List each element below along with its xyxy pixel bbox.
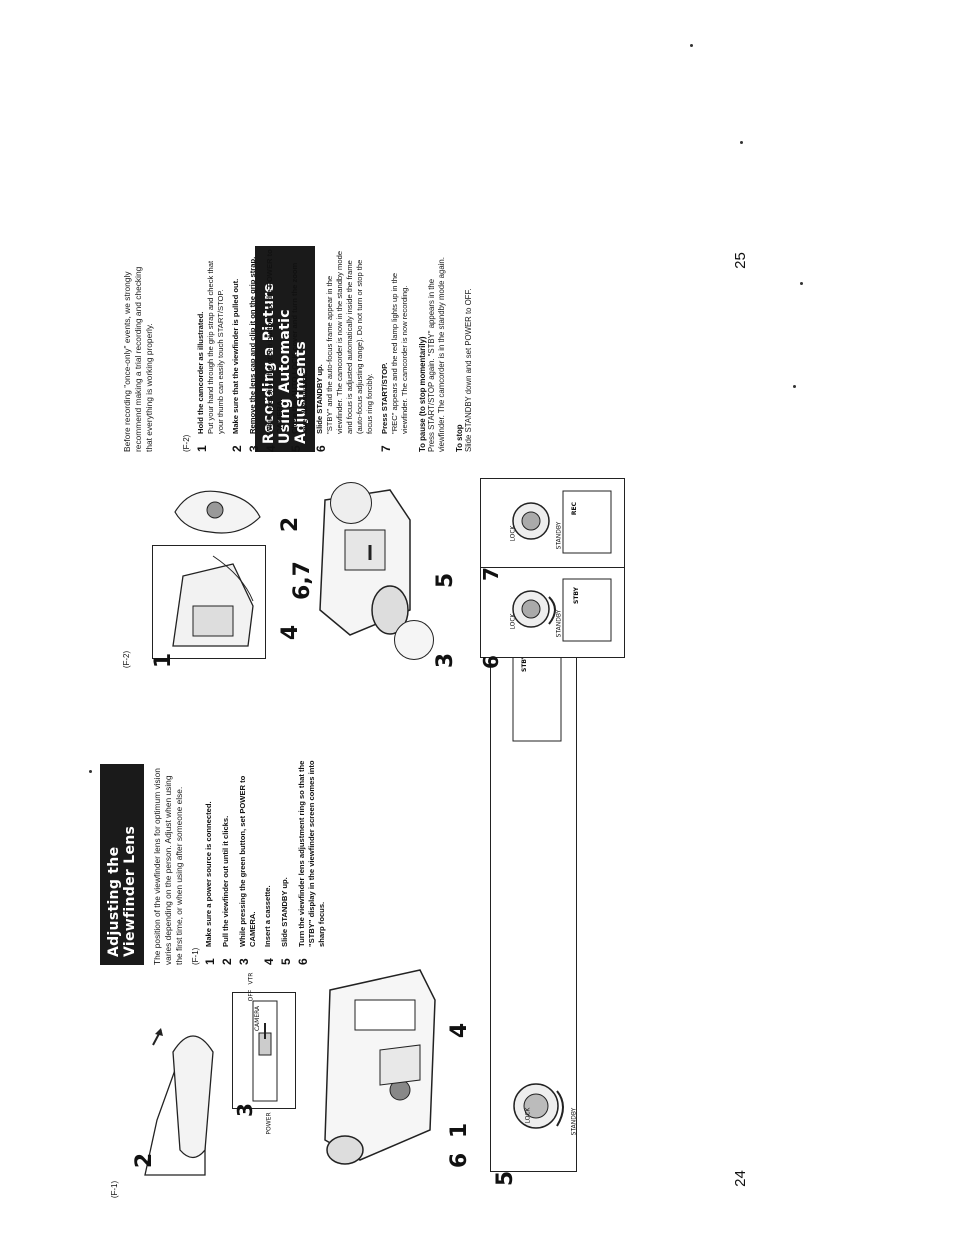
left-intro: The position of the viewfinder lens for … xyxy=(152,768,185,965)
viewfinder-eyepiece xyxy=(330,482,372,524)
left-fig-side-label: (F-1) xyxy=(110,1180,120,1199)
right-body: Before recording "once-only" events, we … xyxy=(122,252,155,452)
stop-text: Slide STANDBY down and set POWER to OFF. xyxy=(464,288,473,452)
page-number-left: 24 xyxy=(731,1170,749,1187)
camcorder-illustration-right xyxy=(310,480,420,645)
dial-label-standby-6: STANDBY xyxy=(555,609,563,638)
switch-label-power: POWER xyxy=(265,1112,273,1135)
fig-panel-2 xyxy=(135,1000,235,1180)
callout-2-right: 2 xyxy=(278,516,304,533)
scan-speck xyxy=(793,385,796,388)
dial-label-lock-left: LOCK xyxy=(524,1107,532,1124)
callout-7-panel: 7 xyxy=(478,567,503,581)
screen-stby-right: STBY xyxy=(573,586,581,605)
callout-4-right: 4 xyxy=(278,624,304,641)
fig-panel-3 xyxy=(232,992,296,1109)
callout-4: 4 xyxy=(447,1022,473,1039)
fig-panel-1 xyxy=(152,545,266,659)
left-text-column: Adjusting the Viewfinder Lens The positi… xyxy=(100,750,332,965)
right-fig-side-label: (F-2) xyxy=(122,650,132,669)
left-page-title: Adjusting the Viewfinder Lens xyxy=(100,764,145,965)
hold-camcorder-illustration xyxy=(172,555,254,647)
callout-67-right: 6,7 xyxy=(289,561,315,600)
power-switch-illustration xyxy=(252,1000,278,1102)
callout-6-left: 6 xyxy=(447,1152,473,1169)
page-number-right: 25 xyxy=(731,252,749,269)
stop-heading: To stop xyxy=(455,424,464,452)
right-fig-ref-block: (F-2) xyxy=(182,392,191,452)
pause-heading: To pause (to stop momentarily) xyxy=(418,336,427,452)
lens-cap xyxy=(394,620,434,660)
scan-speck xyxy=(690,44,693,47)
switch-label-camera: CAMERA xyxy=(254,1005,262,1032)
viewfinder-pull-illustration xyxy=(144,1028,214,1176)
callout-1-right: 1 xyxy=(151,652,177,669)
callout-3: 3 xyxy=(232,1103,257,1117)
callout-2: 2 xyxy=(132,1152,158,1169)
panel-divider xyxy=(481,567,624,569)
camcorder-illustration-left xyxy=(300,960,450,1170)
left-fig-ref: (F-1) xyxy=(191,947,201,965)
screen-rec-right: REC xyxy=(571,501,579,516)
fig-panel-6-7 xyxy=(480,478,625,658)
scan-speck xyxy=(740,141,743,144)
dial-label-standby-7: STANDBY xyxy=(555,521,563,550)
dial-label-lock-7: LOCK xyxy=(509,525,517,542)
right-fig-ref: (F-2) xyxy=(182,434,191,452)
dial-label-standby-left: STANDBY xyxy=(570,1107,578,1136)
scan-speck xyxy=(800,282,803,285)
callout-6-panel: 6 xyxy=(478,655,503,669)
switch-label-vtr: VTR xyxy=(247,972,255,985)
right-intro: Before recording "once-only" events, we … xyxy=(122,266,154,452)
switch-label-off: OFF xyxy=(247,989,255,1002)
grip-strap-illustration xyxy=(170,482,265,542)
standby-rec-illustration xyxy=(512,490,612,642)
callout-1-left: 1 xyxy=(447,1122,473,1139)
scan-speck xyxy=(89,770,92,773)
callout-5-left: 5 xyxy=(493,1170,519,1187)
dial-label-lock-6: LOCK xyxy=(509,613,517,630)
fig-panel-5 xyxy=(490,625,577,1172)
standby-dial-illustration xyxy=(512,640,564,1129)
callout-5-right: 5 xyxy=(433,572,459,589)
pause-text: Press START/STOP again. "STBY" appears i… xyxy=(427,257,446,452)
callout-3-right: 3 xyxy=(433,652,459,669)
